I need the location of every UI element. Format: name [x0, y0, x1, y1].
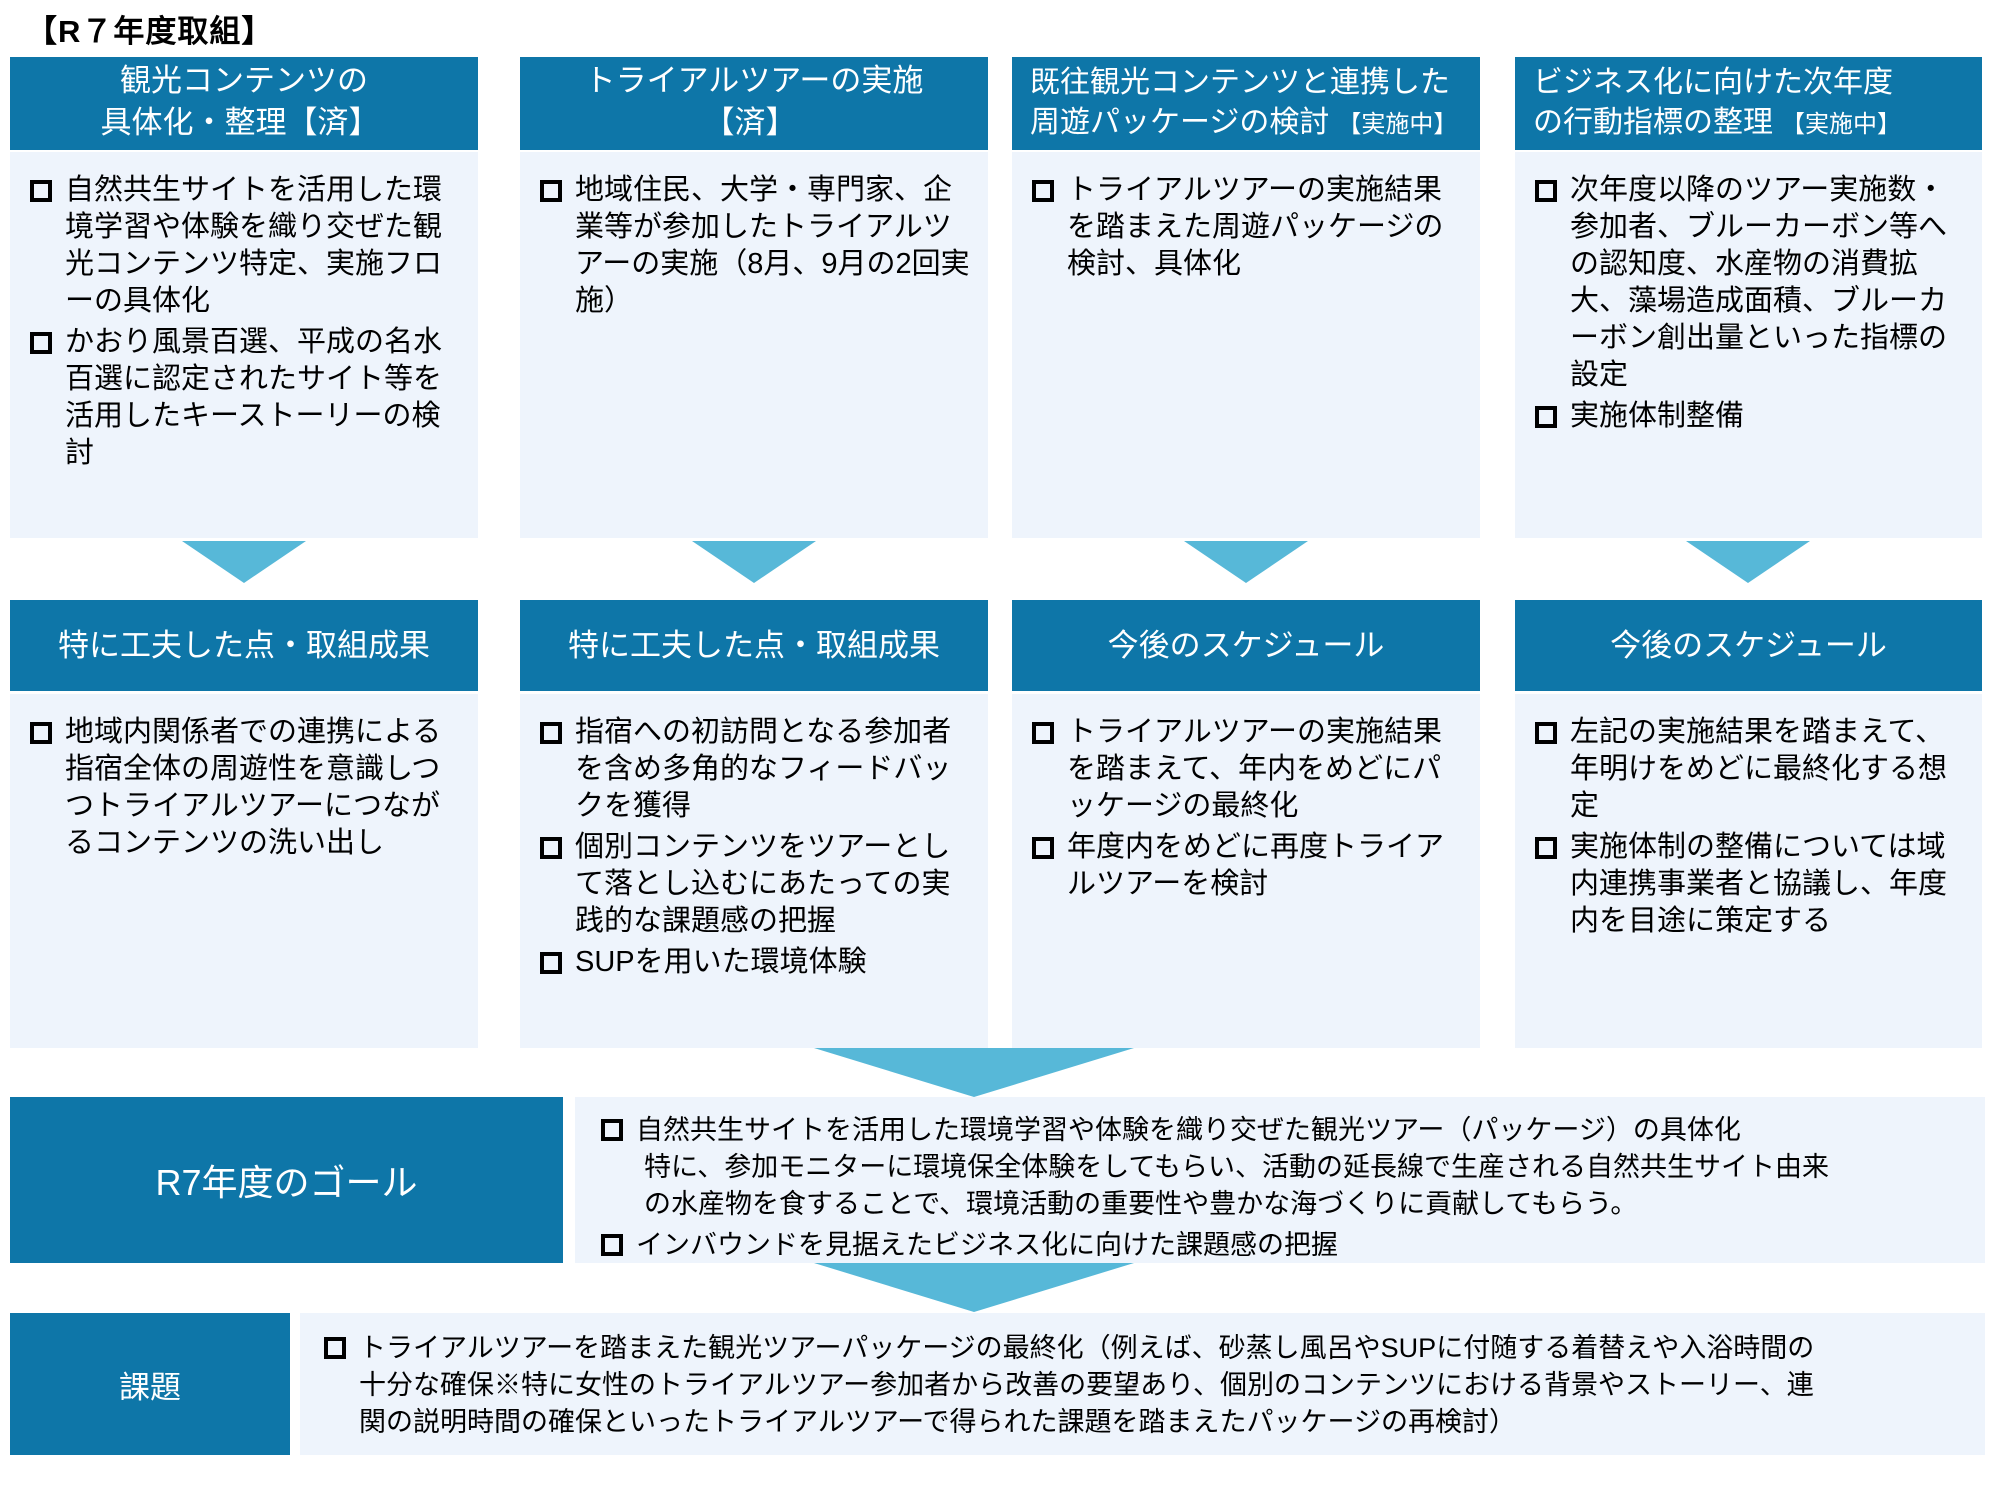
col3-top-header: ビジネス化に向けた次年度 の行動指標の整理【実施中】	[1515, 57, 1982, 150]
col2-top-header: 既往観光コンテンツと連携した 周遊パッケージの検討【実施中】	[1012, 57, 1480, 150]
col1-top-header: トライアルツアーの実施 【済】	[520, 57, 988, 150]
checkbox-bullet-icon	[324, 1337, 346, 1359]
list-item: SUPを用いた環境体験	[538, 944, 974, 981]
list-item: トライアルツアーを踏まえた観光ツアーパッケージの最終化（例えば、砂蒸し風呂やSU…	[322, 1330, 1965, 1441]
list-item: 左記の実施結果を踏まえて、年明けをめどに最終化する想定	[1533, 714, 1968, 825]
col3-top-header-status: 【実施中】	[1781, 110, 1901, 138]
item-text: 自然共生サイトを活用した環境学習や体験を織り交ぜた観光ツアー（パッケージ）の具体…	[636, 1112, 1965, 1223]
list-item: 実施体制の整備については域内連携事業者と協議し、年度内を目途に策定する	[1533, 829, 1968, 940]
list-item: 地域住民、大学・専門家、企業等が参加したトライアルツアーの実施（8月、9月の2回…	[538, 172, 974, 320]
col2-top-header-text: 既往観光コンテンツと連携した 周遊パッケージの検討	[1030, 65, 1450, 139]
item-text: トライアルツアーの実施結果を踏まえて、年内をめどにパッケージの最終化	[1067, 716, 1442, 822]
big-down-arrow-icon	[814, 1048, 1134, 1097]
col1-top-header-text: トライアルツアーの実施 【済】	[584, 63, 924, 140]
col3-bottom-header-text: 今後のスケジュール	[1610, 627, 1887, 663]
item-text: 次年度以降のツアー実施数・参加者、ブルーカーボン等への認知度、水産物の消費拡大、…	[1570, 174, 1948, 391]
col2-top-header-status: 【実施中】	[1337, 110, 1458, 138]
item-text: 地域住民、大学・専門家、企業等が参加したトライアルツアーの実施（8月、9月の2回…	[575, 174, 970, 317]
page-title: 【R７年度取組】	[26, 14, 274, 49]
col2-bottom-header: 今後のスケジュール	[1012, 600, 1480, 691]
checkbox-bullet-icon	[30, 722, 52, 744]
item-text: トライアルツアーの実施結果を踏まえた周遊パッケージの検討、具体化	[1067, 174, 1444, 280]
down-arrow-icon	[692, 541, 816, 583]
issues-label: 課題	[119, 1369, 181, 1405]
item-text: SUPを用いた環境体験	[575, 946, 867, 978]
issues-panel: トライアルツアーを踏まえた観光ツアーパッケージの最終化（例えば、砂蒸し風呂やSU…	[300, 1313, 1985, 1455]
item-text: 指宿への初訪問となる参加者を含め多角的なフィードバックを獲得	[575, 716, 952, 822]
col2-bottom-panel: トライアルツアーの実施結果を踏まえて、年内をめどにパッケージの最終化 年度内をめ…	[1012, 694, 1480, 1048]
col0-top-header-text: 観光コンテンツの 具体化・整理【済】	[100, 63, 380, 140]
list-item: 年度内をめどに再度トライアルツアーを検討	[1030, 829, 1466, 903]
checkbox-bullet-icon	[1032, 180, 1054, 202]
item-text: トライアルツアーを踏まえた観光ツアーパッケージの最終化（例えば、砂蒸し風呂やSU…	[359, 1333, 1815, 1437]
col2-top-panel: トライアルツアーの実施結果を踏まえた周遊パッケージの検討、具体化	[1012, 152, 1480, 538]
checkbox-bullet-icon	[1535, 837, 1557, 859]
item-text: 左記の実施結果を踏まえて、年明けをめどに最終化する想定	[1570, 716, 1948, 822]
issues-label-box: 課題	[10, 1313, 290, 1455]
goal-panel: 自然共生サイトを活用した環境学習や体験を織り交ぜた観光ツアー（パッケージ）の具体…	[575, 1097, 1985, 1263]
col0-bottom-header-text: 特に工夫した点・取組成果	[58, 627, 430, 663]
item-text: 年度内をめどに再度トライアルツアーを検討	[1067, 831, 1445, 900]
item-text: 地域内関係者での連携による指宿全体の周遊性を意識しつつトライアルツアーにつながる…	[65, 716, 442, 859]
col1-bottom-panel: 指宿への初訪問となる参加者を含め多角的なフィードバックを獲得 個別コンテンツをツ…	[520, 694, 988, 1048]
list-item: インバウンドを見据えたビジネス化に向けた課題感の把握	[599, 1227, 1965, 1264]
list-item: 地域内関係者での連携による指宿全体の周遊性を意識しつつトライアルツアーにつながる…	[28, 714, 464, 862]
checkbox-bullet-icon	[540, 180, 562, 202]
goal-item1-text: 自然共生サイトを活用した環境学習や体験を織り交ぜた観光ツアー（パッケージ）の具体…	[636, 1115, 1741, 1145]
checkbox-bullet-icon	[540, 952, 562, 974]
list-item: トライアルツアーの実施結果を踏まえた周遊パッケージの検討、具体化	[1030, 172, 1466, 283]
down-arrow-icon	[182, 541, 306, 583]
checkbox-bullet-icon	[1032, 837, 1054, 859]
checkbox-bullet-icon	[1535, 406, 1557, 428]
item-text: 自然共生サイトを活用した環境学習や体験を織り交ぜた観光コンテンツ特定、実施フロー…	[65, 174, 443, 317]
col3-top-header-text: ビジネス化に向けた次年度 の行動指標の整理	[1533, 65, 1893, 139]
list-item: 指宿への初訪問となる参加者を含め多角的なフィードバックを獲得	[538, 714, 974, 825]
item-text: インバウンドを見据えたビジネス化に向けた課題感の把握	[636, 1230, 1338, 1260]
list-item: 個別コンテンツをツアーとして落とし込むにあたっての実践的な課題感の把握	[538, 829, 974, 940]
item-text: 実施体制整備	[1570, 400, 1745, 432]
item-text: 実施体制の整備については域内連携事業者と協議し、年度内を目途に策定する	[1570, 831, 1948, 937]
checkbox-bullet-icon	[601, 1234, 623, 1256]
col2-bottom-header-text: 今後のスケジュール	[1107, 627, 1385, 663]
col0-bottom-panel: 地域内関係者での連携による指宿全体の周遊性を意識しつつトライアルツアーにつながる…	[10, 694, 478, 1048]
down-arrow-icon	[1686, 541, 1810, 583]
goal-label-box: R7年度のゴール	[10, 1097, 563, 1263]
checkbox-bullet-icon	[1032, 722, 1054, 744]
item-text: 個別コンテンツをツアーとして落とし込むにあたっての実践的な課題感の把握	[575, 831, 951, 937]
list-item: トライアルツアーの実施結果を踏まえて、年内をめどにパッケージの最終化	[1030, 714, 1466, 825]
checkbox-bullet-icon	[1535, 722, 1557, 744]
checkbox-bullet-icon	[540, 722, 562, 744]
checkbox-bullet-icon	[540, 837, 562, 859]
col3-bottom-panel: 左記の実施結果を踏まえて、年明けをめどに最終化する想定 実施体制の整備については…	[1515, 694, 1982, 1048]
col0-bottom-header: 特に工夫した点・取組成果	[10, 600, 478, 691]
down-arrow-icon	[1184, 541, 1308, 583]
col3-bottom-header: 今後のスケジュール	[1515, 600, 1982, 691]
col1-top-panel: 地域住民、大学・専門家、企業等が参加したトライアルツアーの実施（8月、9月の2回…	[520, 152, 988, 538]
col0-top-header: 観光コンテンツの 具体化・整理【済】	[10, 57, 478, 150]
list-item: 自然共生サイトを活用した環境学習や体験を織り交ぜた観光ツアー（パッケージ）の具体…	[599, 1112, 1965, 1223]
col0-top-panel: 自然共生サイトを活用した環境学習や体験を織り交ぜた観光コンテンツ特定、実施フロー…	[10, 152, 478, 538]
list-item: 実施体制整備	[1533, 398, 1968, 435]
col3-top-panel: 次年度以降のツアー実施数・参加者、ブルーカーボン等への認知度、水産物の消費拡大、…	[1515, 152, 1982, 538]
col1-bottom-header-text: 特に工夫した点・取組成果	[568, 627, 940, 663]
list-item: かおり風景百選、平成の名水百選に認定されたサイト等を活用したキーストーリーの検討	[28, 324, 464, 472]
checkbox-bullet-icon	[30, 332, 52, 354]
goal-label: R7年度のゴール	[155, 1162, 418, 1203]
goal-item1-subtext: 特に、参加モニターに環境保全体験をしてもらい、活動の延長線で生産される自然共生サ…	[644, 1152, 1830, 1219]
checkbox-bullet-icon	[601, 1119, 623, 1141]
item-text: かおり風景百選、平成の名水百選に認定されたサイト等を活用したキーストーリーの検討	[65, 326, 443, 469]
checkbox-bullet-icon	[30, 180, 52, 202]
big-down-arrow-icon	[814, 1263, 1134, 1312]
list-item: 次年度以降のツアー実施数・参加者、ブルーカーボン等への認知度、水産物の消費拡大、…	[1533, 172, 1968, 394]
col1-bottom-header: 特に工夫した点・取組成果	[520, 600, 988, 691]
list-item: 自然共生サイトを活用した環境学習や体験を織り交ぜた観光コンテンツ特定、実施フロー…	[28, 172, 464, 320]
checkbox-bullet-icon	[1535, 180, 1557, 202]
